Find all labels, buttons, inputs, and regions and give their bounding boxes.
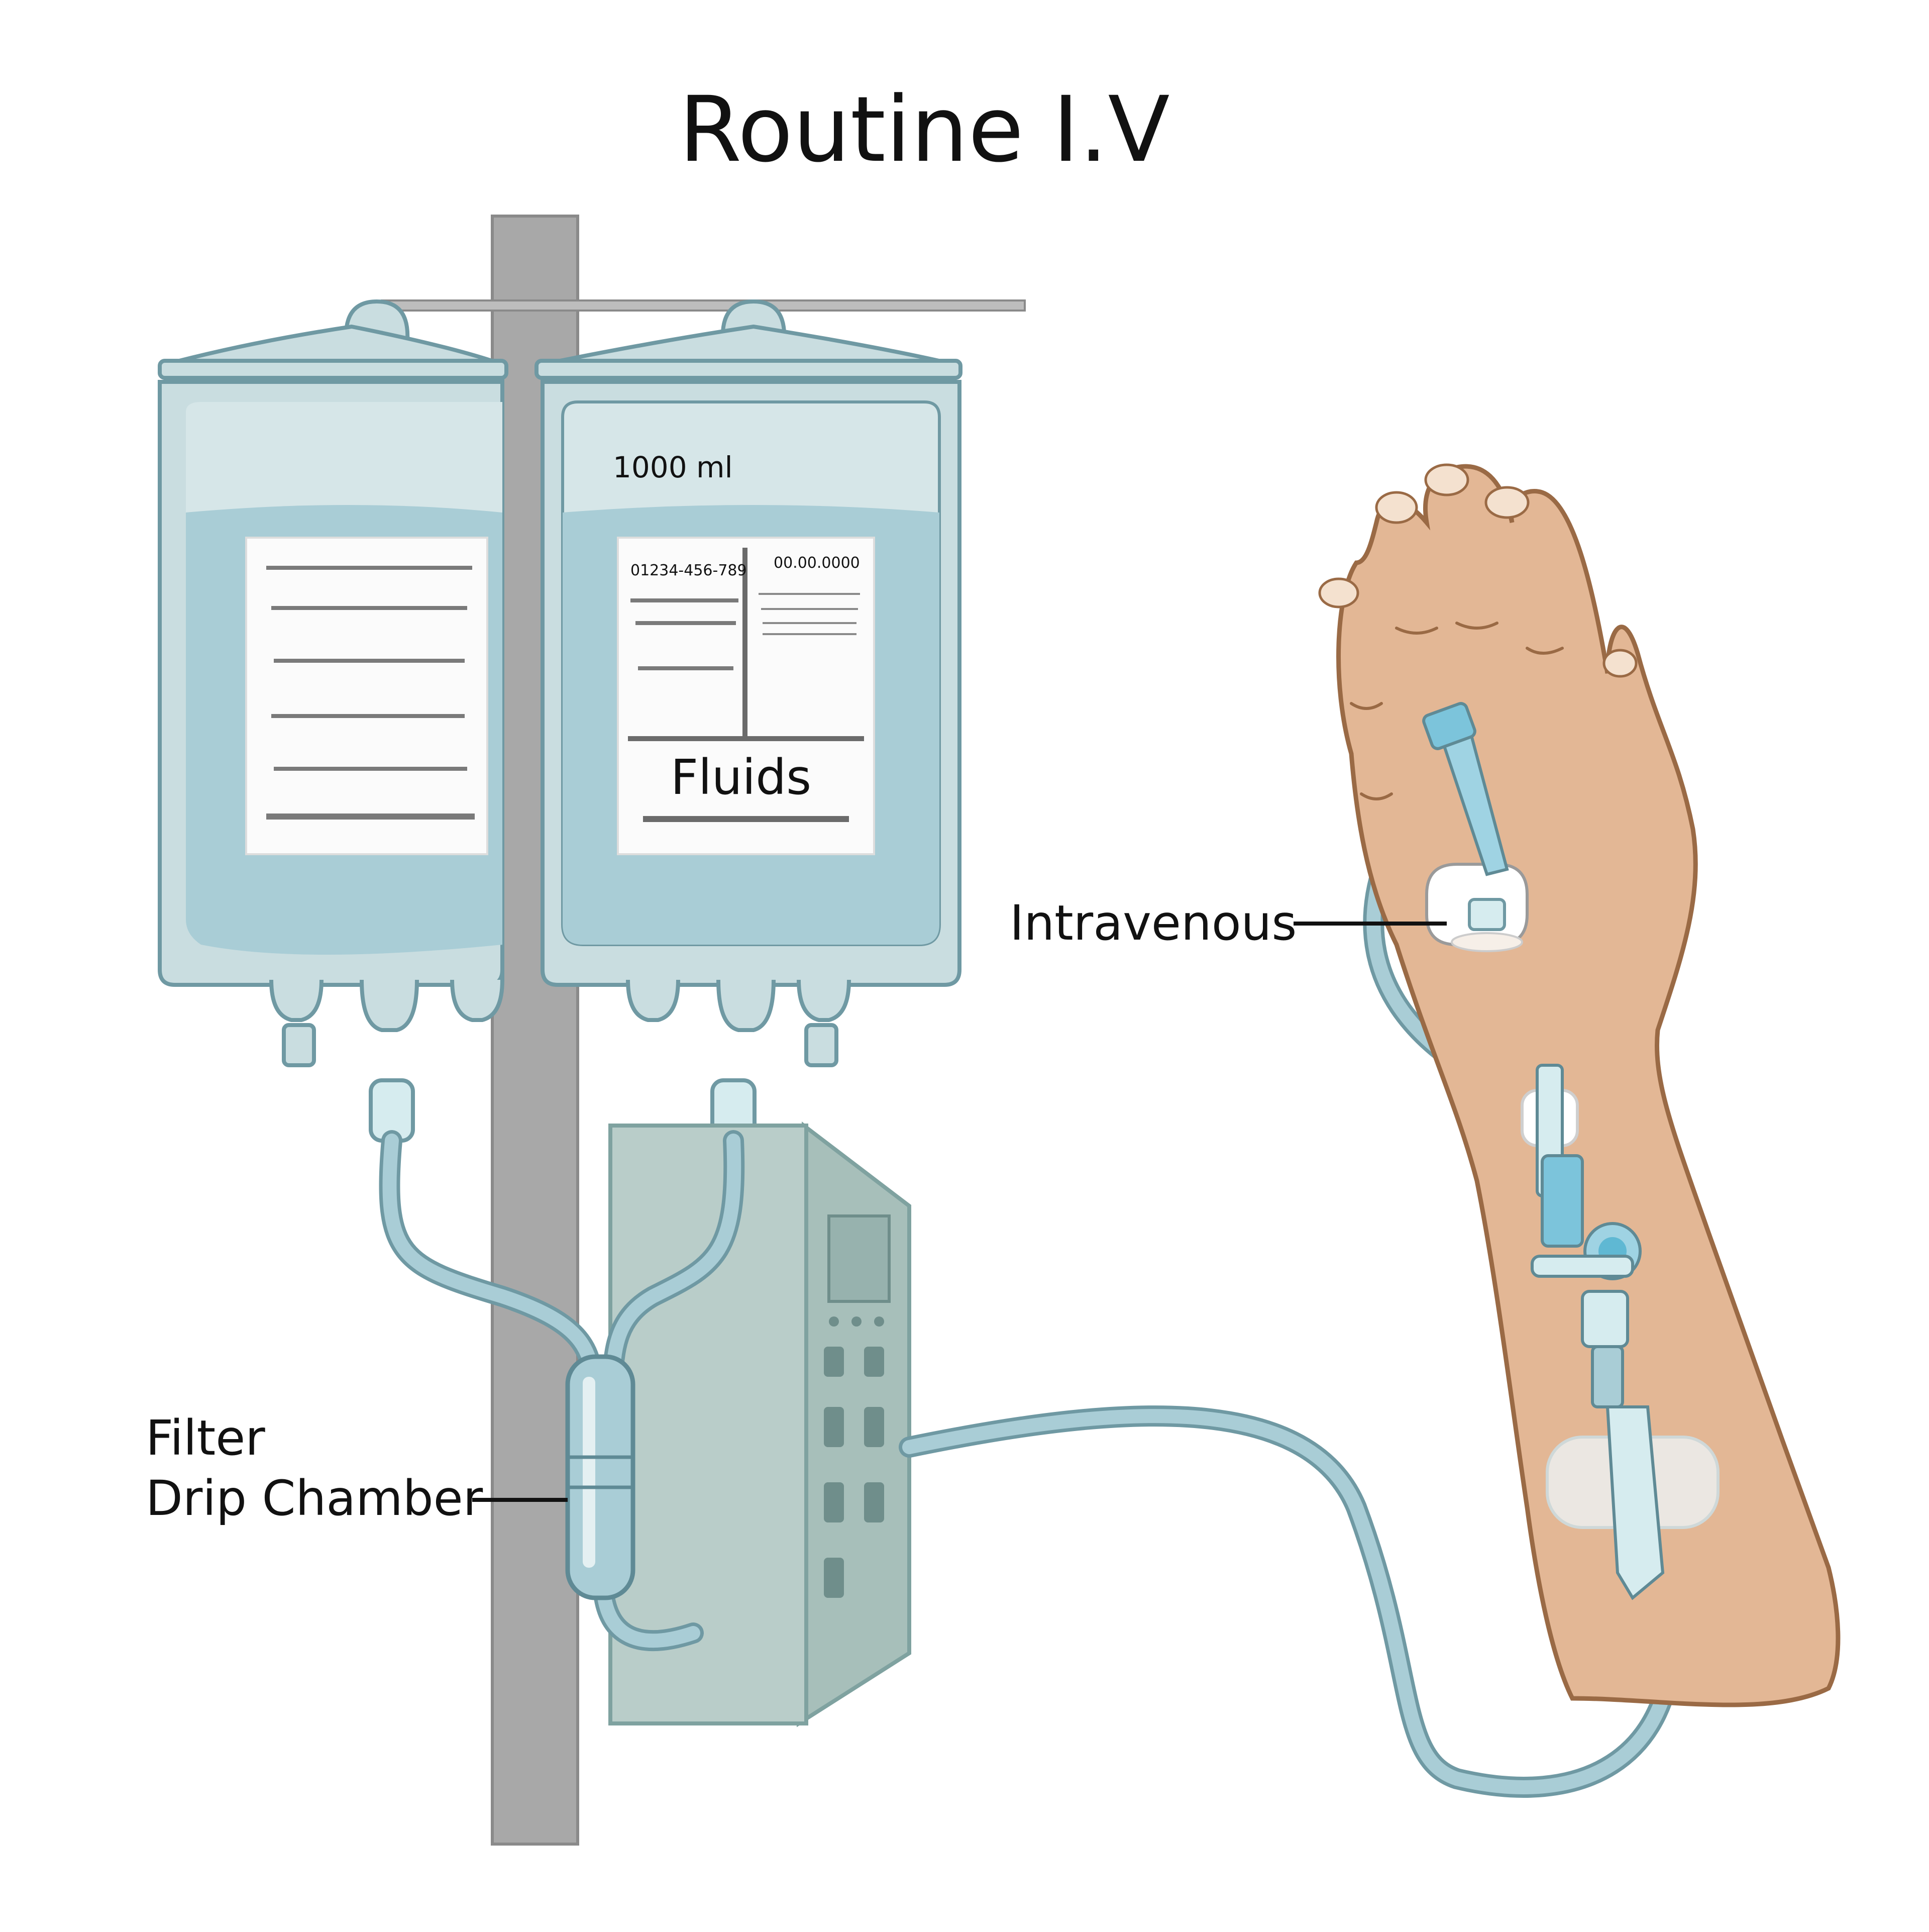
callout-intravenous: Intravenous [1010,895,1447,951]
diagram-title: Routine I.V [679,77,1169,182]
filter-drip-chamber [565,1354,635,1600]
bag-contents: Fluids [671,749,811,805]
iv-tubing [379,768,1684,1798]
label-drip-chamber: Drip Chamber [146,1470,483,1527]
bag-volume: 1000 ml [613,450,733,484]
iv-bag-back [158,299,508,1143]
callout-filter: Filter Drip Chamber [146,1410,568,1527]
iv-catheter [1422,702,1529,952]
infusion-pump [608,1121,911,1727]
label-filter: Filter [146,1410,265,1466]
label-intravenous: Intravenous [1010,895,1297,951]
iv-bag-front: 1000 ml 01234-456-789 00.00.0000 Fluids [534,299,962,1143]
iv-connectors [1521,1064,1720,1600]
bag-date: 00.00.0000 [774,554,860,572]
bag-code: 01234-456-789 [630,562,747,579]
